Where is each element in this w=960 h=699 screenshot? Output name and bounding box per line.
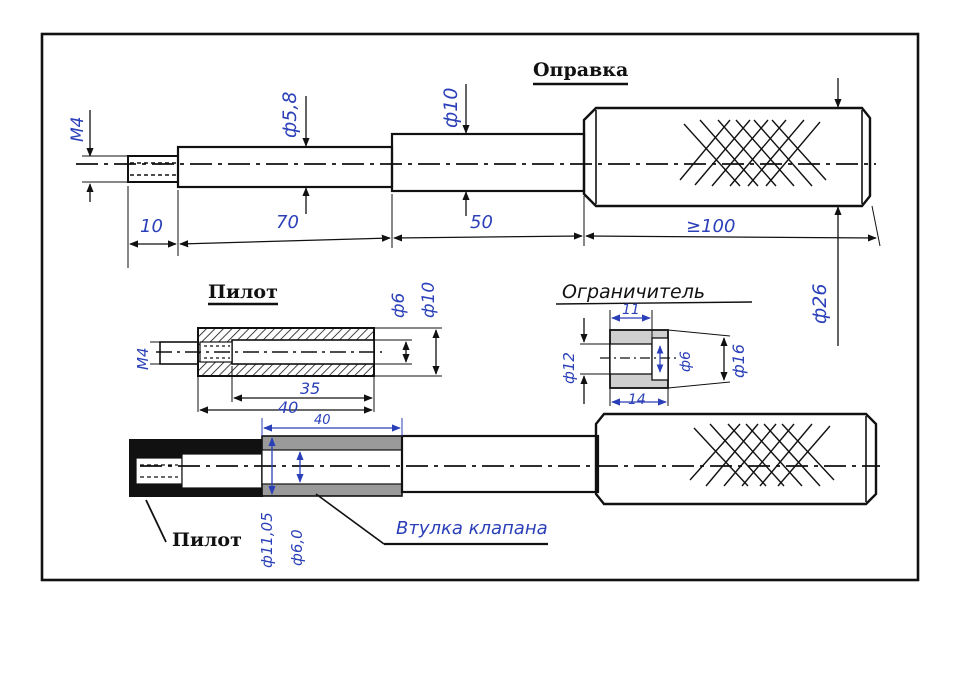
mandrel-shaft-medium <box>390 132 586 193</box>
assembly-knurl <box>689 423 835 487</box>
mandrel-dia1-label: ф5,8 <box>279 92 301 138</box>
pilot-bore-len-label: 35 <box>300 379 320 398</box>
sheet-frame <box>40 32 920 582</box>
mandrel-handle <box>582 106 872 208</box>
pilot-title: Пилот <box>208 281 278 303</box>
mandrel-len1-label: 10 <box>140 216 163 237</box>
limiter-width-bottom-label: 14 <box>628 392 646 408</box>
limiter-dia-big-label: ф16 <box>729 344 748 378</box>
limiter-title: Ограничитель <box>562 281 705 303</box>
mandrel-drawing: Оправка М4 <box>68 59 881 346</box>
pilot-leader <box>145 499 167 543</box>
limiter-width-top-label: 11 <box>622 302 640 318</box>
valve-guide-title: Втулка клапана <box>396 518 548 539</box>
mandrel-thread-label: М4 <box>68 117 88 142</box>
mandrel-title: Оправка <box>533 59 628 81</box>
limiter-dimensions: 11 14 ф12 ф6 ф16 <box>560 302 748 408</box>
assembly-pilot-thread <box>135 457 183 485</box>
mandrel-thread-end <box>127 155 179 183</box>
assembly-dimensions: 40 ф11,05 ф6,0 <box>258 413 403 568</box>
limiter-title-underline <box>555 301 753 305</box>
mandrel-len3-label: 50 <box>470 212 493 233</box>
pilot-thread-label: М4 <box>134 348 152 371</box>
valve-guide-leader <box>315 493 385 545</box>
pilot-dia-inner-label: ф6 <box>389 292 409 318</box>
mandrel-len2-label: 70 <box>276 212 299 233</box>
assembly-pilot-title: Пилот <box>172 529 242 551</box>
mandrel-dia2-label: ф10 <box>440 88 462 128</box>
assembly-len-label: 40 <box>314 413 331 428</box>
assembly-shaft <box>400 434 600 494</box>
pilot-dimensions: М4 ф6 ф10 35 40 <box>134 282 442 417</box>
pilot-total-len-label: 40 <box>278 398 298 417</box>
pilot-thread-stub <box>159 341 199 365</box>
limiter-bore <box>609 343 653 375</box>
assembly-dia2-label: ф6,0 <box>288 529 306 566</box>
mandrel-len4-label: ≥100 <box>686 216 735 237</box>
pilot-dia-outer-label: ф10 <box>419 282 439 318</box>
pilot-drawing: Пилот М4 ф6 ф10 <box>134 281 442 417</box>
mandrel-dia3-label: ф26 <box>809 284 831 324</box>
limiter-dia-bore-label: ф6 <box>678 351 694 372</box>
mandrel-dimensions: М4 ф5,8 ф10 ф26 10 70 <box>68 78 881 346</box>
mandrel-shaft-small <box>176 145 394 189</box>
mandrel-knurl <box>679 119 827 187</box>
limiter-drawing: Ограничитель 11 14 ф12 ф6 <box>555 281 753 408</box>
assembly-drawing: 40 ф11,05 ф6,0 Пилот Втулка клапана <box>129 412 880 568</box>
assembly-dia1-label: ф11,05 <box>258 512 276 568</box>
assembly-handle <box>594 412 878 506</box>
limiter-dia-outer-label: ф12 <box>560 352 578 384</box>
